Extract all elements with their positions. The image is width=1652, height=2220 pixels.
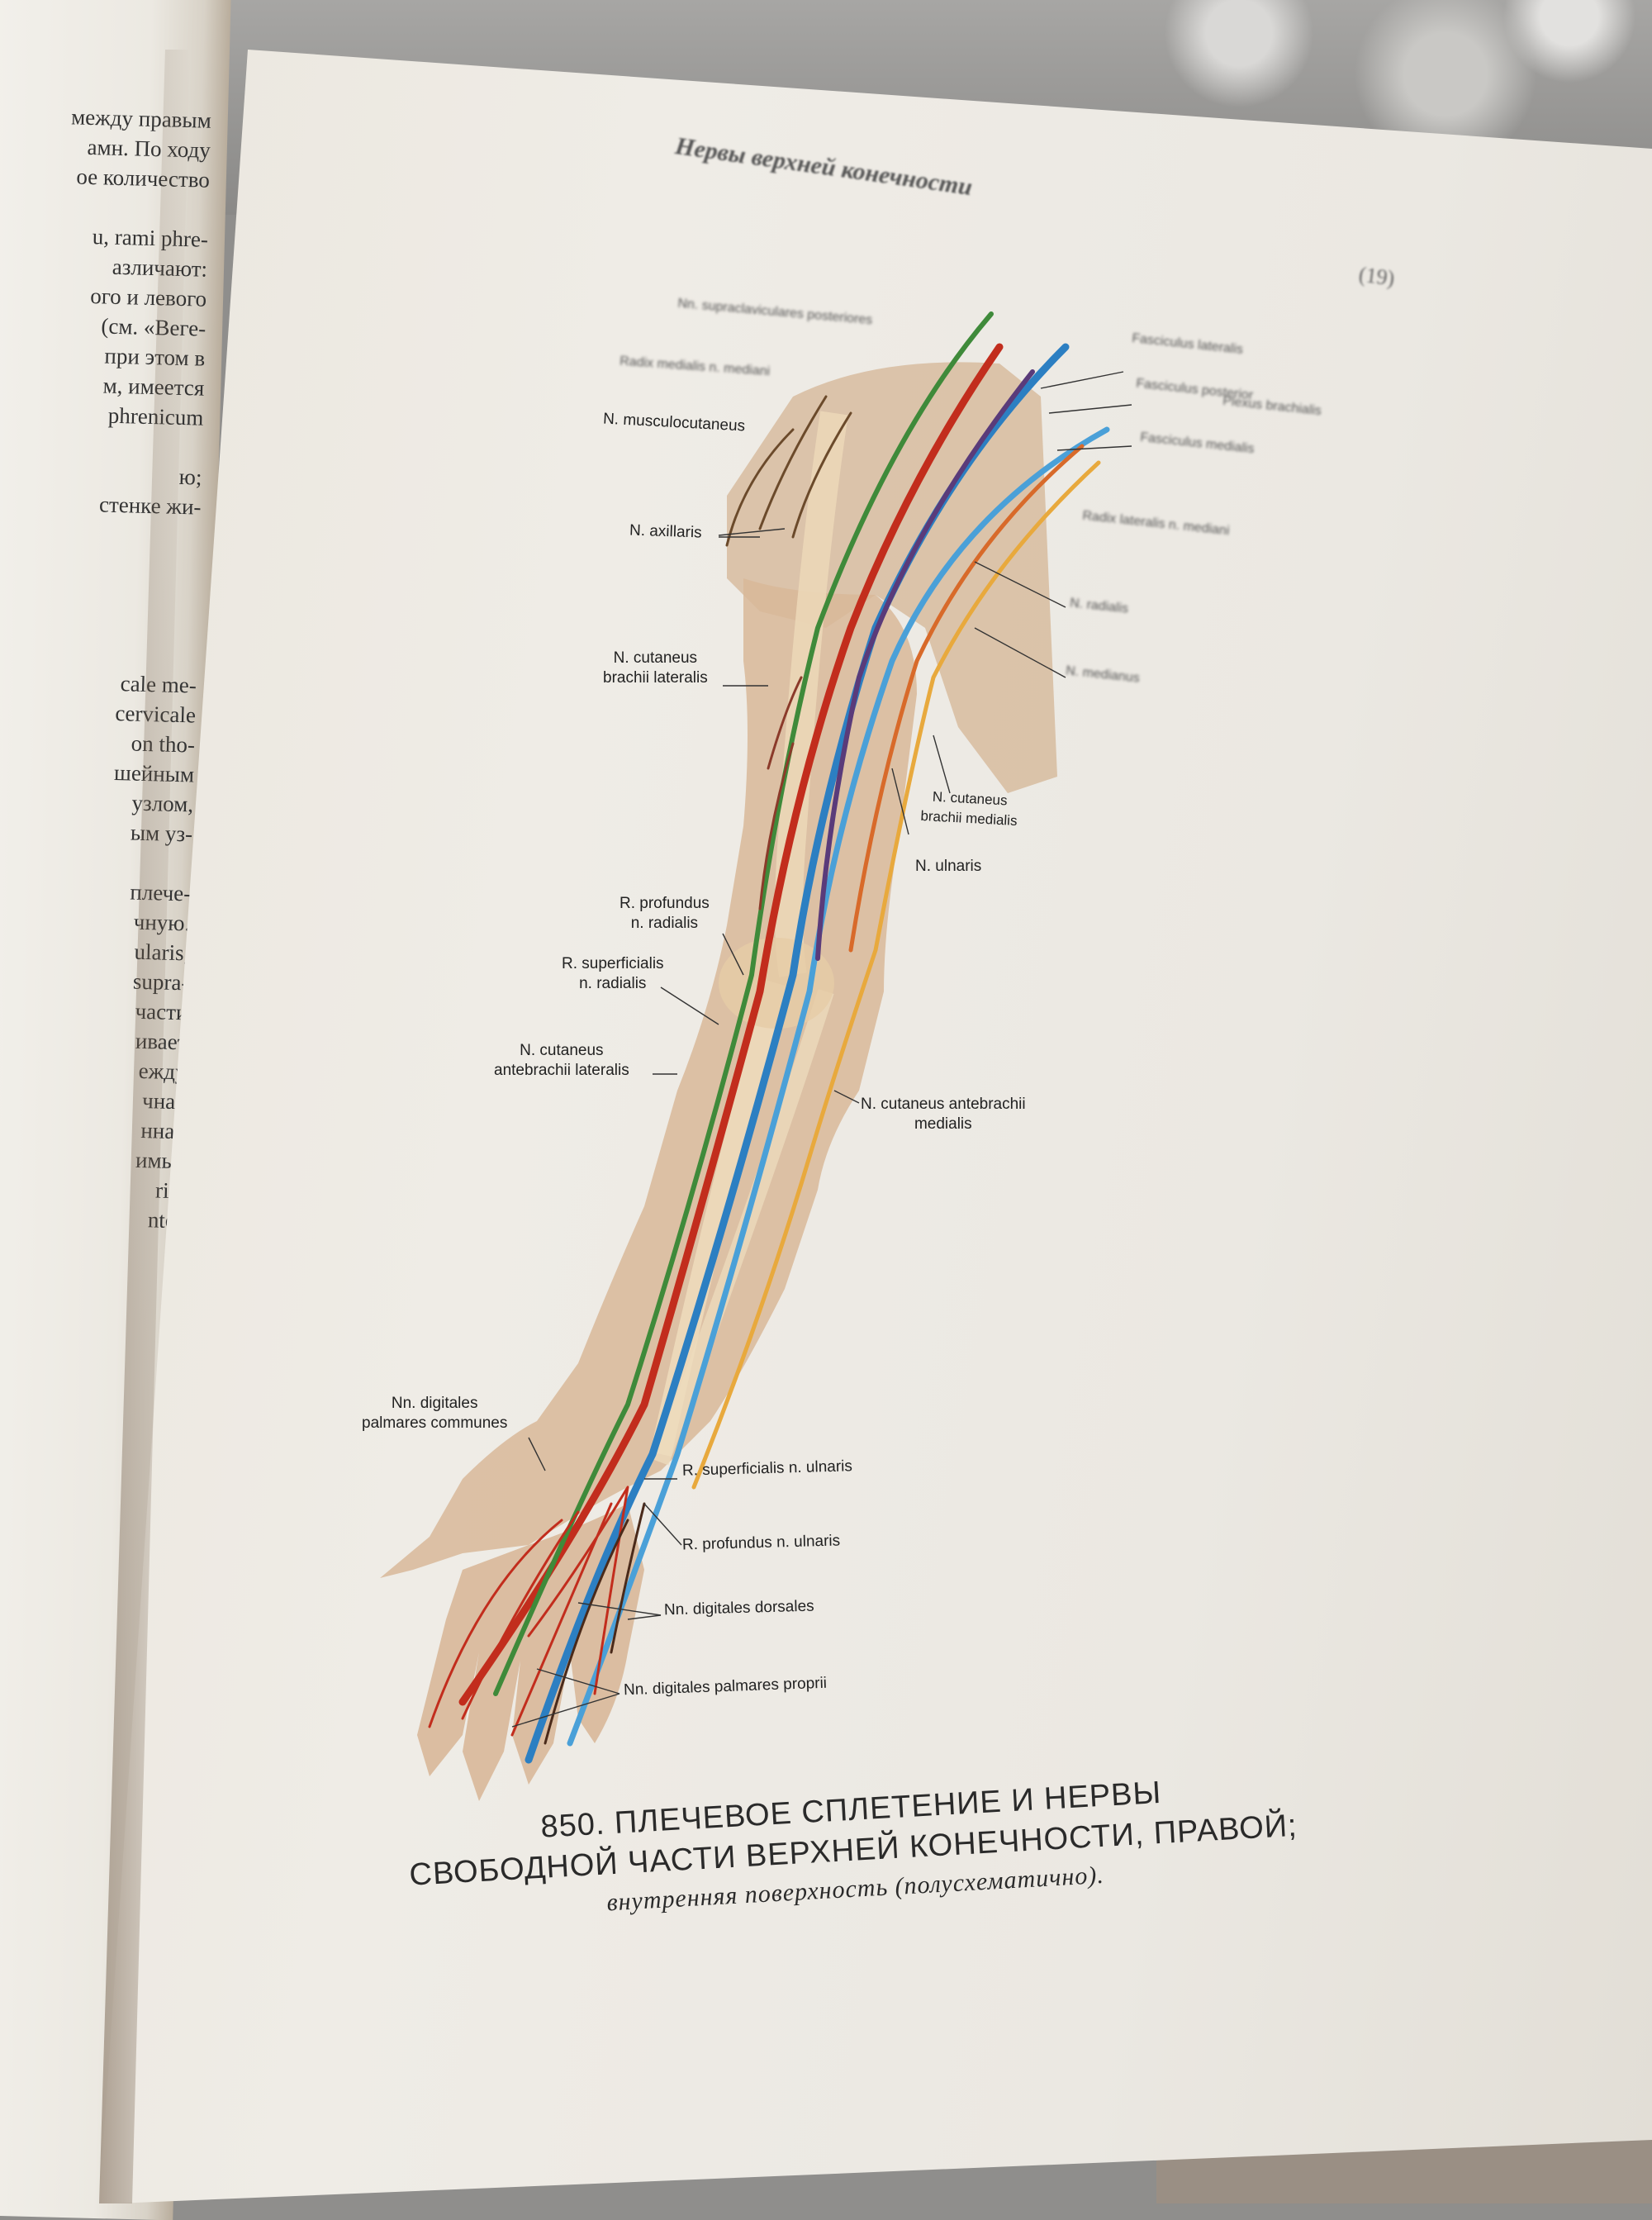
label-cutaneus-antebrachii-medialis-2: medialis [914, 1115, 972, 1133]
label-r-superficialis-radialis-1: R. superficialis [562, 955, 664, 972]
label-ulnaris: N. ulnaris [915, 858, 982, 875]
label-r-profundus-radialis-2: n. radialis [630, 915, 699, 932]
hand-arteries [428, 1486, 629, 1737]
label-r-profundus-ulnaris: R. profundus n. ulnaris [681, 1532, 841, 1554]
vein-blue-2 [567, 426, 1110, 1747]
nerve-vessel-bundle [428, 311, 1110, 1764]
label-cutaneus-brachii-lateralis: N. cutaneus brachii lateralis [603, 649, 708, 688]
nerve-purple [815, 369, 1035, 961]
label-cutaneus-antebrachii-lateralis-1: N. cutaneus [520, 1042, 604, 1059]
label-digitales-palmares-communes-2: palmares communes [362, 1414, 508, 1432]
arm-branches [758, 676, 803, 910]
shoulder-branches [725, 395, 852, 547]
hand-nerves [544, 1502, 646, 1745]
ulna [653, 988, 834, 1466]
label-cutaneus-brachii-medialis: N. cutaneus brachii medialis [920, 787, 1019, 831]
label-digitales-dorsales: Nn. digitales dorsales [663, 1597, 814, 1619]
leader-lines [511, 371, 1132, 1728]
artery-red [458, 343, 1004, 1706]
label-r-superficialis-radialis: R. superficialis n. radialis [562, 954, 664, 994]
label-r-superficialis-radialis-2: n. radialis [579, 975, 647, 992]
label-cutaneus-antebrachii-medialis-1: N. cutaneus antebrachii [861, 1096, 1026, 1113]
label-cutaneus-brachii-lateralis-2: brachii lateralis [603, 669, 708, 687]
shoulder-region [727, 362, 1057, 793]
label-cutaneus-brachii-lateralis-1: N. cutaneus [613, 649, 698, 667]
label-digitales-palmares-communes-1: Nn. digitales [391, 1395, 478, 1412]
label-cutaneus-antebrachii-lateralis: N. cutaneus antebrachii lateralis [494, 1041, 629, 1081]
label-axillaris: N. axillaris [629, 521, 702, 542]
nerve-orange [848, 444, 1085, 953]
nerve-yellow [691, 460, 1101, 1490]
label-cutaneus-antebrachii-lateralis-2: antebrachii lateralis [494, 1062, 629, 1079]
label-digitales-palmares-communes: Nn. digitales palmares communes [362, 1394, 507, 1433]
label-r-profundus-radialis-1: R. profundus [620, 895, 710, 912]
label-r-profundus-radialis: R. profundus n. radialis [620, 894, 710, 934]
label-cutaneus-antebrachii-medialis: N. cutaneus antebrachii medialis [861, 1095, 1026, 1134]
nerve-green [493, 311, 994, 1696]
hand-silhouette [417, 1504, 644, 1801]
humerus [775, 411, 848, 977]
